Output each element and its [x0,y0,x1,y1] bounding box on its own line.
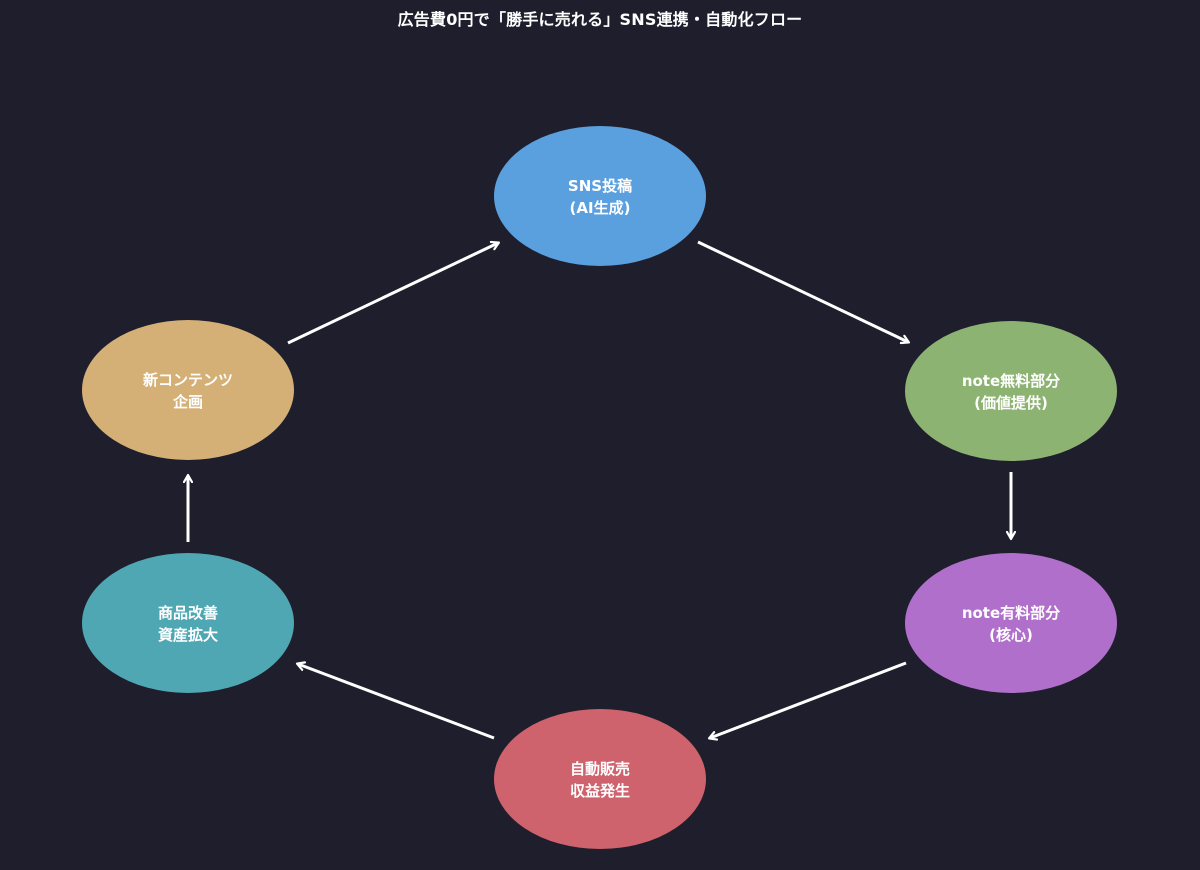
node-auto-sales-label-line1: 自動販売 [570,760,630,778]
node-note-paid-label-line2: (核心) [989,626,1033,644]
node-note-paid-shape [905,553,1117,693]
node-auto-sales-label-line2: 収益発生 [570,782,630,800]
node-note-paid: note有料部分 (核心) [905,553,1117,693]
node-note-free-shape [905,321,1117,461]
node-sns: SNS投稿 (AI生成) [494,126,706,266]
edge-sns-to-note-free [697,240,908,342]
node-auto-sales: 自動販売 収益発生 [494,709,706,849]
node-sns-label-line2: (AI生成) [570,199,631,217]
node-content-label-line2: 企画 [172,393,203,411]
node-sns-shape [494,126,706,266]
node-content-label-line1: 新コンテンツ [143,371,233,389]
node-product-shape [82,553,294,693]
node-auto-sales-shape [494,709,706,849]
node-note-free-label-line1: note無料部分 [962,372,1060,390]
node-product-label-line1: 商品改善 [158,604,218,622]
edge-content-to-sns [287,243,498,345]
diagram-title: 広告費0円で「勝手に売れる」SNS連携・自動化フロー [397,10,803,29]
node-sns-label-line1: SNS投稿 [568,177,632,195]
node-product-label-line2: 資産拡大 [158,626,218,644]
node-product: 商品改善 資産拡大 [82,553,294,693]
edge-auto-sales-to-product [298,664,495,740]
node-content-shape [82,320,294,460]
node-content: 新コンテンツ 企画 [82,320,294,460]
edges-group [188,240,1011,740]
node-note-free: note無料部分 (価値提供) [905,321,1117,461]
node-note-free-label-line2: (価値提供) [974,394,1048,412]
node-note-paid-label-line1: note有料部分 [962,604,1060,622]
edge-note-paid-to-auto-sales [710,661,907,738]
